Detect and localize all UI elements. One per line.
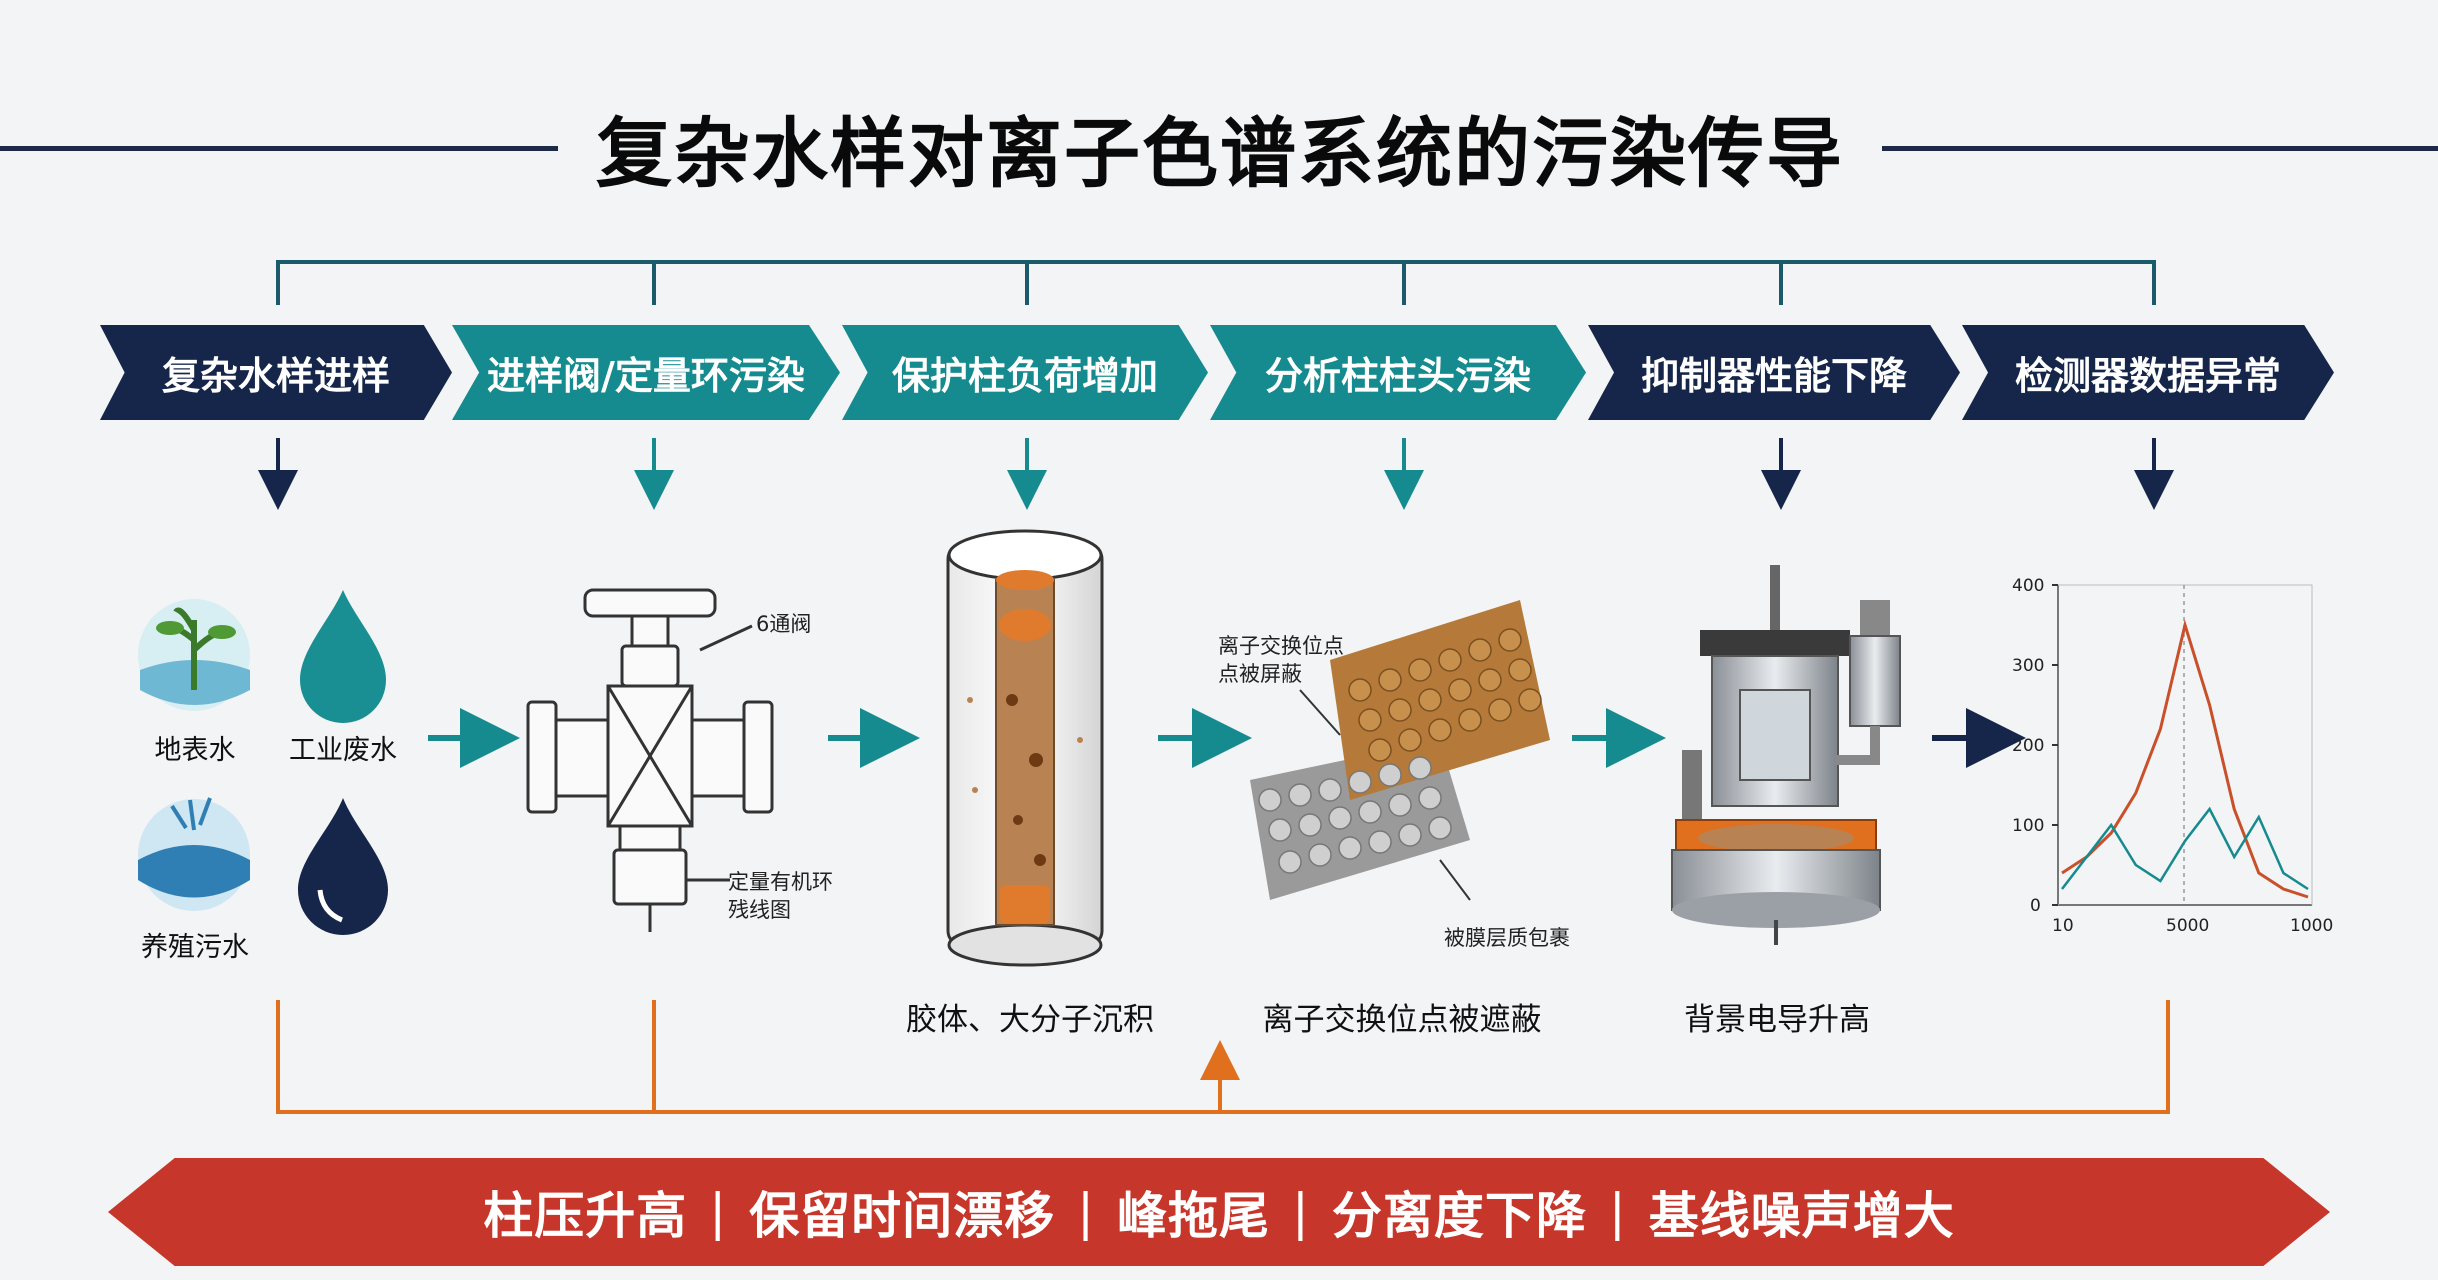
step-analytical-column: 分析柱柱头污染	[1210, 325, 1586, 420]
y-tick-label: 400	[2012, 576, 2045, 596]
series-noise-line	[2061, 806, 2309, 891]
guard-column	[946, 529, 1104, 967]
step-label: 分析柱柱头污染	[1264, 354, 1531, 398]
chromatogram-chart	[2052, 584, 2313, 906]
resin-note-bottom: 被膜层质包裹	[1444, 926, 1570, 950]
caption-analytical-column: 离子交换位点被遮蔽	[1262, 1002, 1542, 1038]
step-valve-loop: 进样阀/定量环污染	[452, 325, 840, 420]
step-sample-injection: 复杂水样进样	[100, 325, 452, 420]
feedback-connector	[276, 1000, 2170, 1114]
x-tick-label: 1000	[2290, 916, 2334, 936]
resin-bed	[1250, 600, 1550, 901]
series-main-line	[2061, 619, 2309, 899]
step-label: 保护柱负荷增加	[891, 354, 1158, 398]
effect-item: 分离度下降	[1331, 1187, 1587, 1245]
water-splash-icon	[138, 797, 250, 911]
sample-label-aquaculture-wastewater: 养殖污水	[141, 932, 249, 963]
y-tick-label: 200	[2012, 736, 2045, 756]
title-rule-left	[0, 146, 558, 151]
x-tick-label: 10	[2052, 916, 2074, 936]
chart-ticks	[2052, 584, 2058, 906]
y-tick-label: 0	[2030, 896, 2041, 916]
step-label: 抑制器性能下降	[1640, 354, 1907, 398]
resin-note-top: 离子交换位点 点被屏蔽	[1218, 634, 1344, 686]
effect-separator: |	[1077, 1183, 1095, 1241]
effects-banner: 柱压升高 | 保留时间漂移 | 峰拖尾 | 分离度下降 | 基线噪声增大	[108, 1158, 2330, 1266]
effect-separator: |	[1292, 1183, 1310, 1241]
step-label: 复杂水样进样	[161, 354, 390, 398]
page-title: 复杂水样对离子色谱系统的污染传导	[596, 109, 1844, 198]
effect-item: 峰拖尾	[1117, 1187, 1270, 1245]
y-tick-label: 300	[2012, 656, 2045, 676]
plant-water-icon	[138, 599, 250, 711]
step-guard-column: 保护柱负荷增加	[842, 325, 1208, 420]
step-detector: 检测器数据异常	[1962, 325, 2334, 420]
caption-suppressor: 背景电导升高	[1684, 1002, 1870, 1038]
title-rule-right	[1882, 146, 2438, 151]
y-tick-label: 100	[2012, 816, 2045, 836]
sample-label-industrial-wastewater: 工业废水	[289, 735, 397, 766]
step-suppressor: 抑制器性能下降	[1588, 325, 1960, 420]
suppressor-apparatus	[1671, 565, 1901, 945]
navy-drop-icon	[298, 798, 388, 935]
sample-label-surface-water: 地表水	[154, 735, 236, 766]
step-down-arrows	[258, 438, 2174, 510]
effect-item: 保留时间漂移	[749, 1187, 1056, 1245]
caption-guard-column: 胶体、大分子沉积	[906, 1002, 1154, 1038]
valve-note-bottom: 定量有机环 残线图	[728, 870, 833, 922]
step-label: 检测器数据异常	[2014, 354, 2281, 398]
top-bracket	[276, 260, 2156, 305]
teal-drop-icon	[300, 590, 386, 723]
effect-separator: |	[709, 1183, 728, 1241]
step-label: 进样阀/定量环污染	[487, 354, 805, 398]
x-tick-label: 5000	[2166, 916, 2210, 936]
six-port-valve	[526, 588, 774, 932]
effect-separator: |	[1608, 1183, 1627, 1241]
valve-note-top: 6通阀	[756, 612, 812, 636]
effect-item: 基线噪声增大	[1648, 1187, 1955, 1245]
effect-item: 柱压升高	[483, 1187, 688, 1245]
